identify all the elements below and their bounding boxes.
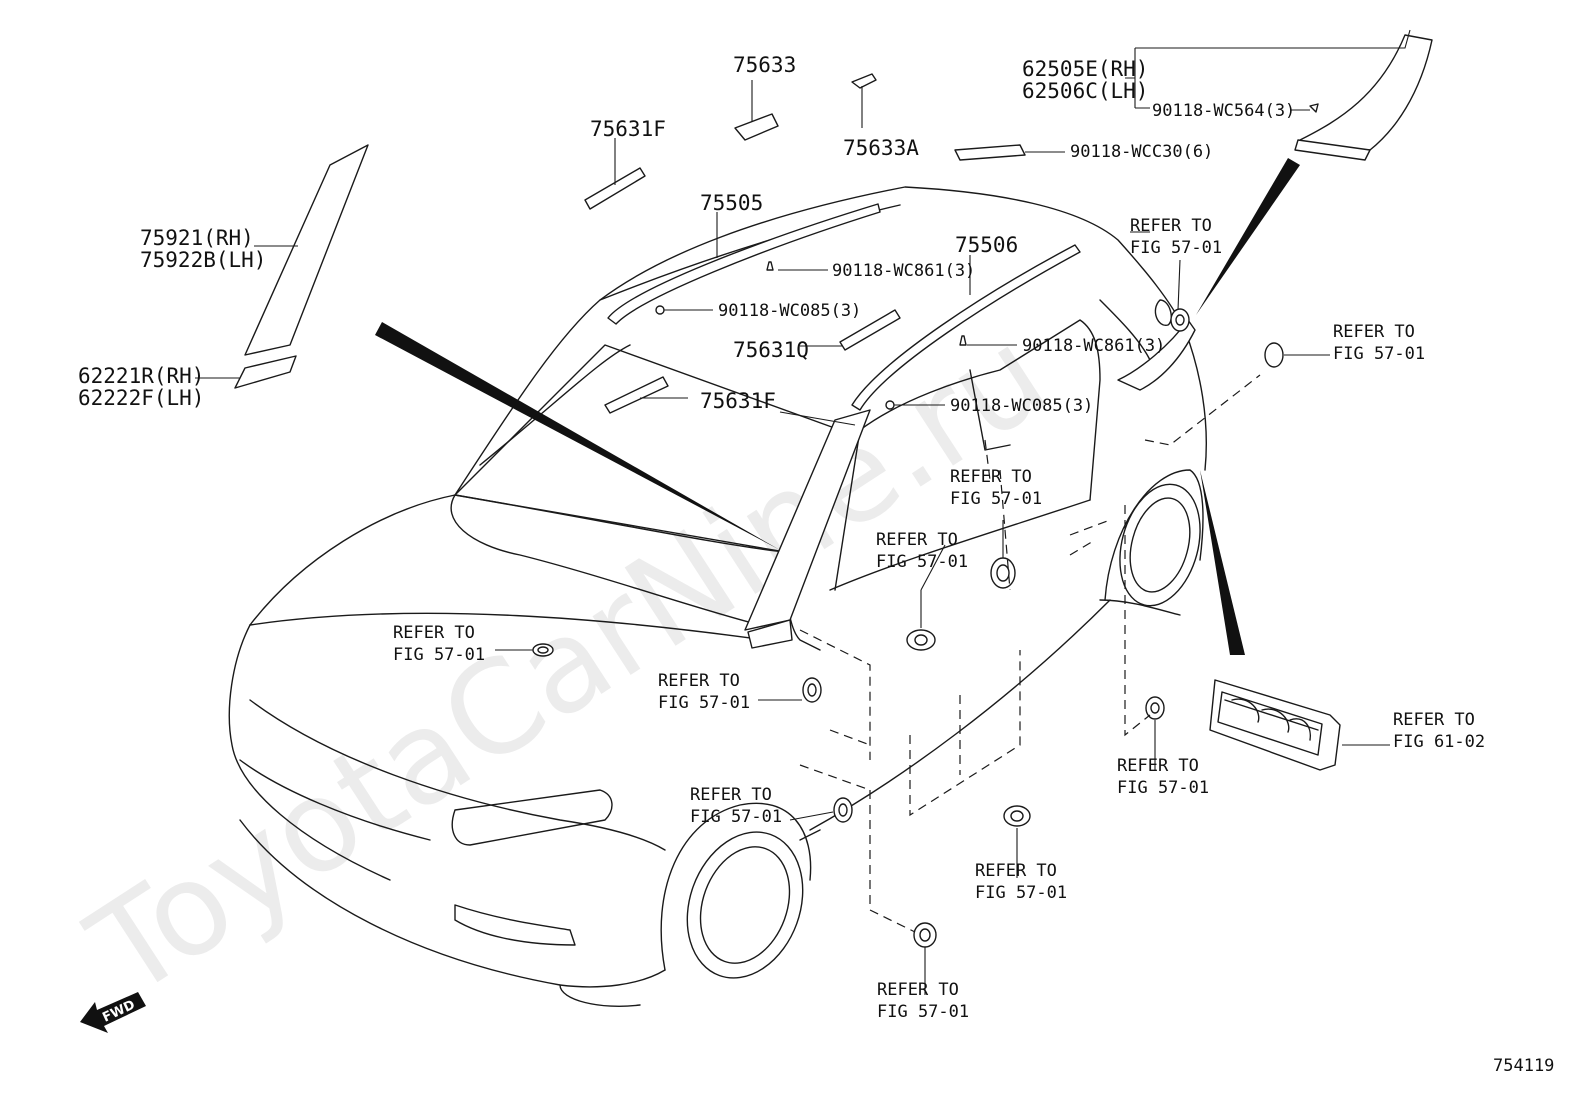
refer-fig-label: FIG 57-01 — [690, 807, 782, 827]
rear-lamp-assembly — [1209, 679, 1341, 771]
refer-callouts: REFER TO FIG 57-01 REFER TO FIG 57-01 RE… — [393, 216, 1485, 1022]
part-62221r-shape — [234, 355, 297, 389]
label-62506c-lh: 62506C(LH) — [1022, 79, 1148, 103]
part-75921-shape — [244, 144, 369, 356]
label-75633: 75633 — [733, 53, 796, 77]
label-75631q: 75631Q — [733, 338, 809, 362]
part-75633-shape — [734, 113, 779, 141]
label-90118-wc564: 90118-WC564(3) — [1152, 101, 1295, 121]
label-75506: 75506 — [955, 233, 1018, 257]
diagram-number: 754119 — [1493, 1056, 1554, 1076]
part-wcc30-shape — [954, 144, 1026, 161]
refer-fig-label: FIG 57-01 — [658, 693, 750, 713]
vehicle-outline — [228, 186, 1207, 1007]
refer-label: REFER TO — [1130, 216, 1212, 236]
label-62221r-rh: 62221R(RH) — [78, 364, 204, 388]
refer-label: REFER TO — [658, 671, 740, 691]
pointer-wedge-left — [375, 322, 780, 550]
refer-fig-label: FIG 57-01 — [950, 489, 1042, 509]
pointer-wedge-upper-right — [1196, 158, 1300, 315]
label-75633a: 75633A — [843, 136, 919, 160]
refer-label: REFER TO — [393, 623, 475, 643]
refer-fig-label: FIG 57-01 — [1130, 238, 1222, 258]
refer-fig-label: FIG 61-02 — [1393, 732, 1485, 752]
part-62505e-shape — [1299, 34, 1433, 151]
refer-label: REFER TO — [975, 861, 1057, 881]
part-75631f-mid-shape — [604, 376, 669, 414]
watermark-text: ToyotaCarNine.ru — [65, 300, 1072, 1027]
refer-fig-label: FIG 57-01 — [1117, 778, 1209, 798]
label-90118-wc861-a: 90118-WC861(3) — [832, 261, 975, 281]
part-75633a-shape — [851, 73, 877, 89]
refer-fig-label: FIG 57-01 — [1333, 344, 1425, 364]
part-75506-shape — [851, 244, 1081, 411]
refer-label: REFER TO — [876, 530, 958, 550]
label-75921-rh: 75921(RH) — [140, 226, 254, 250]
part-labels: 75633 75633A 75631F 75505 75506 75631Q 7… — [78, 53, 1295, 416]
fwd-arrow: FWD — [80, 992, 146, 1033]
refer-fig-label: FIG 57-01 — [975, 883, 1067, 903]
label-62505e-rh: 62505E(RH) — [1022, 57, 1148, 81]
label-75631f-top: 75631F — [590, 117, 666, 141]
refer-label: REFER TO — [1117, 756, 1199, 776]
refer-fig-label: FIG 57-01 — [877, 1002, 969, 1022]
refer-fig-label: FIG 57-01 — [876, 552, 968, 572]
label-75631f-mid: 75631F — [700, 389, 776, 413]
label-90118-wc861-b: 90118-WC861(3) — [1022, 336, 1165, 356]
part-75505-shape — [607, 203, 881, 325]
part-75631f-top-shape — [584, 167, 646, 210]
pointer-wedge-lower-right — [1200, 470, 1245, 655]
label-90118-wc085-a: 90118-WC085(3) — [718, 301, 861, 321]
label-62222f-lh: 62222F(LH) — [78, 386, 204, 410]
label-75922b-lh: 75922B(LH) — [140, 248, 266, 272]
refer-label: REFER TO — [877, 980, 959, 1000]
refer-label: REFER TO — [1333, 322, 1415, 342]
label-90118-wc085-b: 90118-WC085(3) — [950, 396, 1093, 416]
part-75631q-shape — [839, 309, 901, 351]
refer-label: REFER TO — [1393, 710, 1475, 730]
refer-label: REFER TO — [690, 785, 772, 805]
label-90118-wcc30: 90118-WCC30(6) — [1070, 142, 1213, 162]
refer-label: REFER TO — [950, 467, 1032, 487]
dashed-leaders — [799, 374, 1261, 933]
refer-fig-label: FIG 57-01 — [393, 645, 485, 665]
label-75505: 75505 — [700, 191, 763, 215]
